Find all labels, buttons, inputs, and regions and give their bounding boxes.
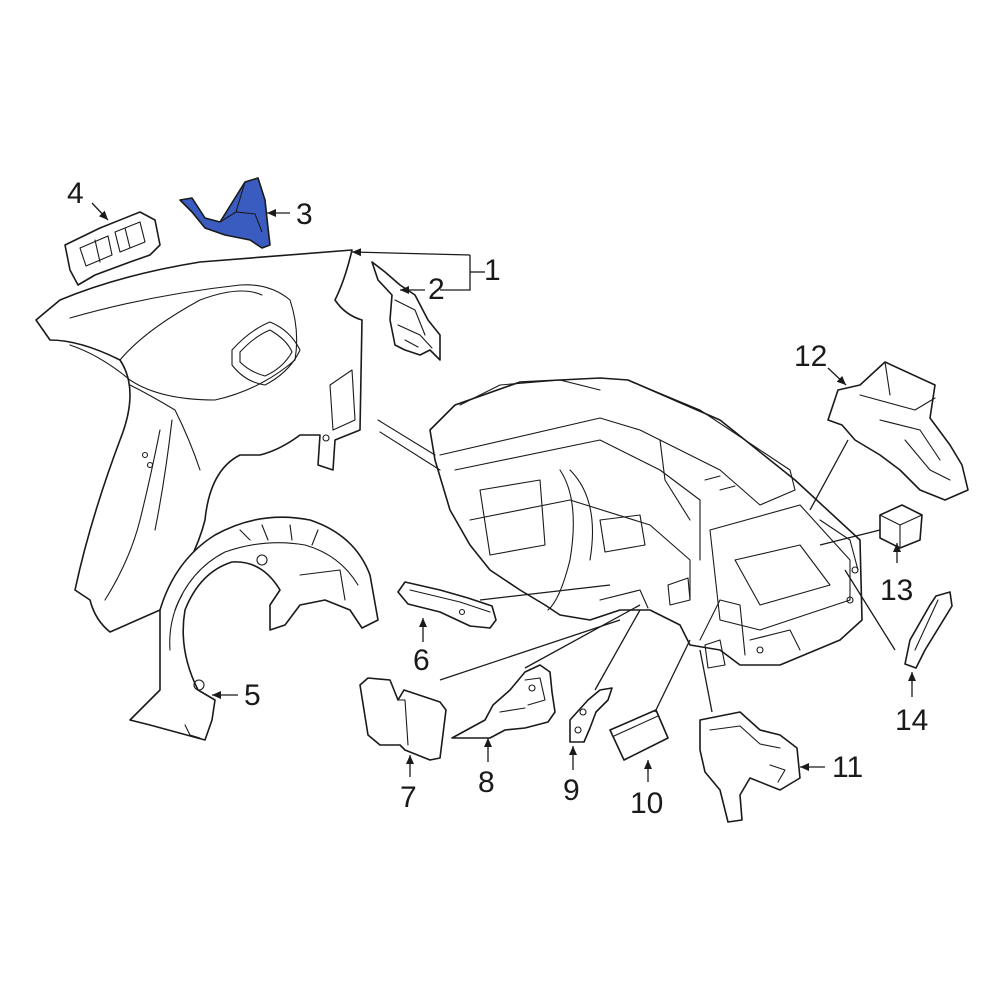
part-small-block[interactable]	[879, 504, 923, 549]
callout-1: 1	[484, 254, 501, 287]
part-rear-panel-insulator[interactable]	[827, 361, 969, 501]
part-support-bracket[interactable]	[451, 664, 556, 739]
callout-8: 8	[478, 766, 495, 799]
part-quarter-panel[interactable]	[35, 249, 363, 633]
callout-13: 13	[880, 574, 913, 607]
callout-10: 10	[630, 787, 663, 820]
callout-arrows	[91, 202, 916, 782]
rocker-line-2	[379, 431, 441, 471]
part-rear-liner[interactable]	[699, 711, 801, 823]
part-foam-block[interactable]	[359, 677, 447, 761]
callout-11: 11	[832, 751, 863, 784]
callout-9: 9	[563, 774, 580, 807]
callout-14: 14	[895, 704, 928, 737]
part-gusset-highlighted[interactable]	[179, 177, 271, 249]
callout-7: 7	[400, 781, 417, 814]
part-small-bracket[interactable]	[569, 687, 613, 743]
part-reinforcement-bar[interactable]	[397, 581, 497, 629]
rocker-line	[377, 419, 436, 456]
part-insulation-pad[interactable]	[609, 709, 669, 761]
part-seal-strip[interactable]	[904, 591, 953, 669]
body-in-white[interactable]	[429, 377, 863, 669]
callout-12: 12	[794, 340, 827, 373]
callout-2: 2	[428, 273, 445, 306]
callout-labels: 1 2 3 4 5 6 7 8 9 10 11 12 13 14	[67, 177, 928, 820]
part-wheelhouse-liner[interactable]	[129, 516, 379, 741]
callout-3: 3	[296, 198, 313, 231]
leader-lines	[439, 439, 896, 713]
callout-4: 4	[67, 177, 84, 210]
callout-5: 5	[244, 679, 261, 712]
callout-6: 6	[413, 644, 430, 677]
part-insulator-pad[interactable]	[64, 211, 161, 286]
